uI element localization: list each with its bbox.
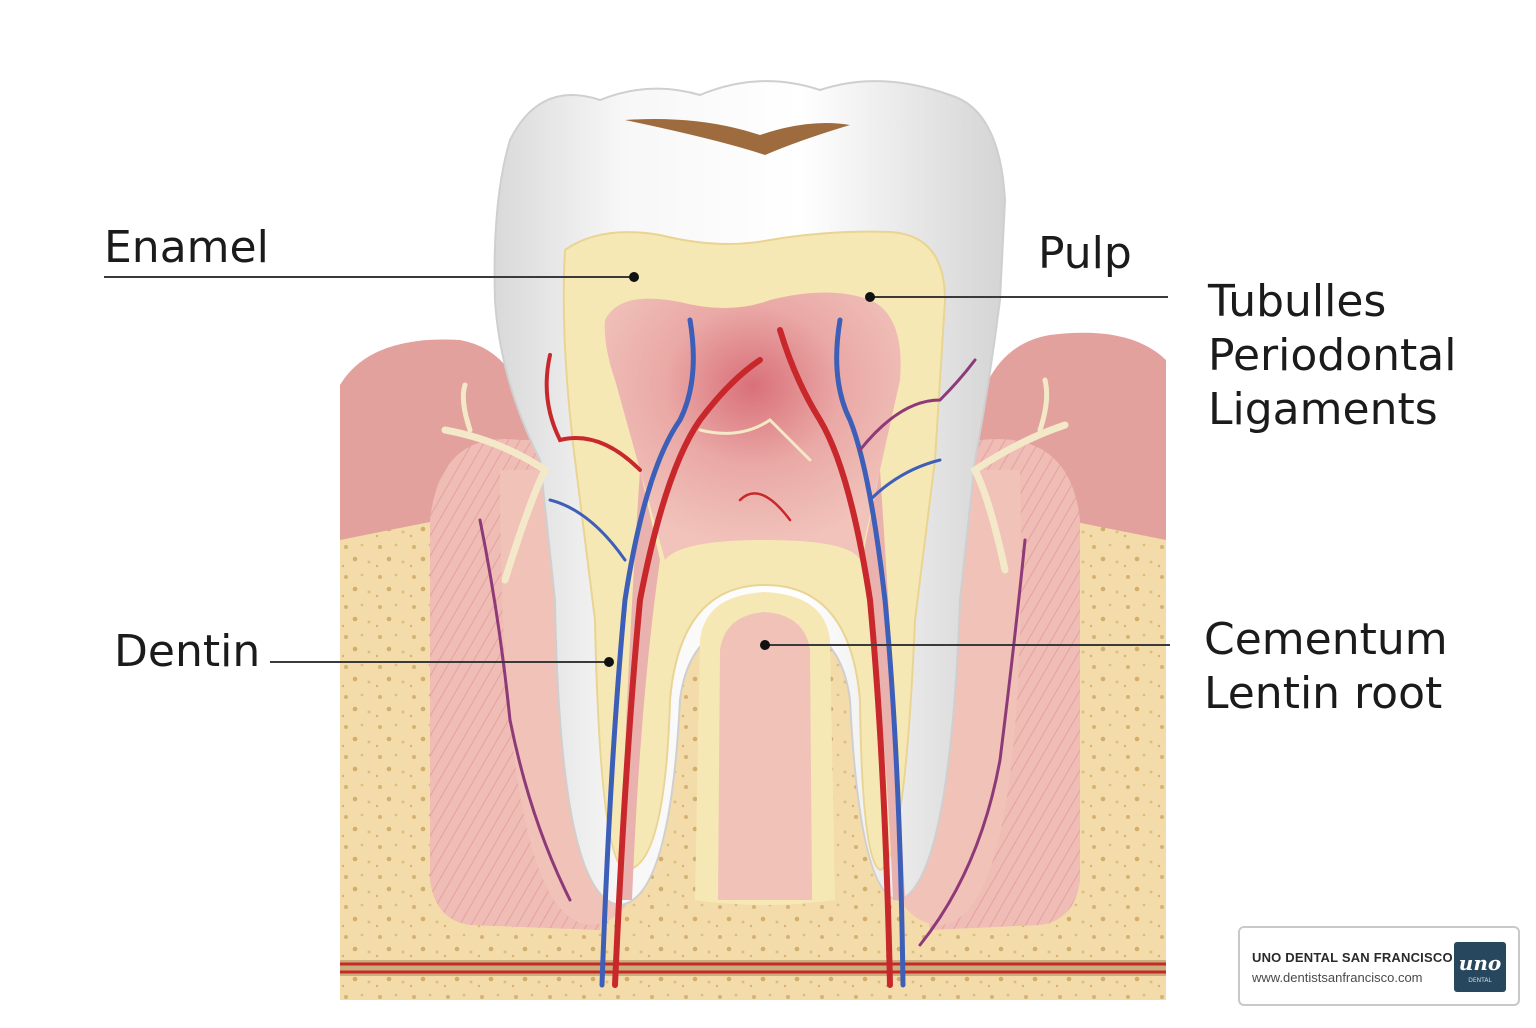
vessel-band bbox=[340, 960, 1166, 976]
label-dentin: Dentin bbox=[114, 626, 261, 677]
artery-left bbox=[612, 357, 763, 988]
nerve-left bbox=[441, 426, 550, 584]
vein-branch-right bbox=[868, 458, 942, 502]
leader-dots bbox=[604, 272, 875, 667]
brand-logo: uno DENTAL bbox=[1454, 942, 1506, 992]
occlusal-fissure bbox=[625, 119, 850, 155]
leader-lines bbox=[104, 276, 1170, 663]
vein-branch-left bbox=[548, 498, 627, 562]
nerve-right-branch bbox=[1037, 377, 1050, 433]
nerve-pulp bbox=[698, 418, 812, 462]
svg-text:uno: uno bbox=[1459, 951, 1501, 975]
nerve-right bbox=[970, 421, 1069, 574]
artery-branch-left bbox=[544, 353, 642, 472]
pulp-dot bbox=[865, 292, 875, 302]
interradicular-bone bbox=[718, 612, 812, 900]
label-pulp: Pulp bbox=[1038, 228, 1132, 279]
vessel-gum-right bbox=[918, 538, 1027, 947]
nerves bbox=[441, 377, 1069, 584]
root-canal-right bbox=[862, 470, 905, 900]
brand-url[interactable]: www.dentistsanfrancisco.com bbox=[1252, 970, 1423, 985]
enamel-dot bbox=[629, 272, 639, 282]
pulp bbox=[604, 292, 901, 560]
label-ligaments: Ligaments bbox=[1208, 384, 1438, 435]
artery-right bbox=[777, 327, 893, 988]
label-enamel: Enamel bbox=[104, 222, 269, 273]
blood-vessels bbox=[478, 317, 1027, 988]
label-cementum: Cementum bbox=[1204, 614, 1448, 665]
label-periodontal: Periodontal bbox=[1208, 330, 1457, 381]
cementum-dot bbox=[760, 640, 770, 650]
vessel-branch-right bbox=[858, 358, 977, 452]
root-canal-left bbox=[620, 470, 660, 900]
brand-name: UNO DENTAL SAN FRANCISCO bbox=[1252, 950, 1453, 965]
brand-card: UNO DENTAL SAN FRANCISCO www.dentistsanf… bbox=[1238, 926, 1520, 1006]
label-tubulles: Tubulles bbox=[1208, 276, 1387, 327]
vein-left bbox=[599, 317, 696, 988]
dentin-dot bbox=[604, 657, 614, 667]
artery-twig bbox=[738, 492, 792, 522]
vessel-gum-left bbox=[478, 518, 572, 902]
svg-text:DENTAL: DENTAL bbox=[1468, 977, 1492, 984]
uno-logo-icon: uno DENTAL bbox=[1459, 951, 1501, 984]
label-lentin-root: Lentin root bbox=[1204, 668, 1443, 719]
nerve-left-branch bbox=[460, 382, 473, 433]
vein-right bbox=[834, 317, 906, 988]
